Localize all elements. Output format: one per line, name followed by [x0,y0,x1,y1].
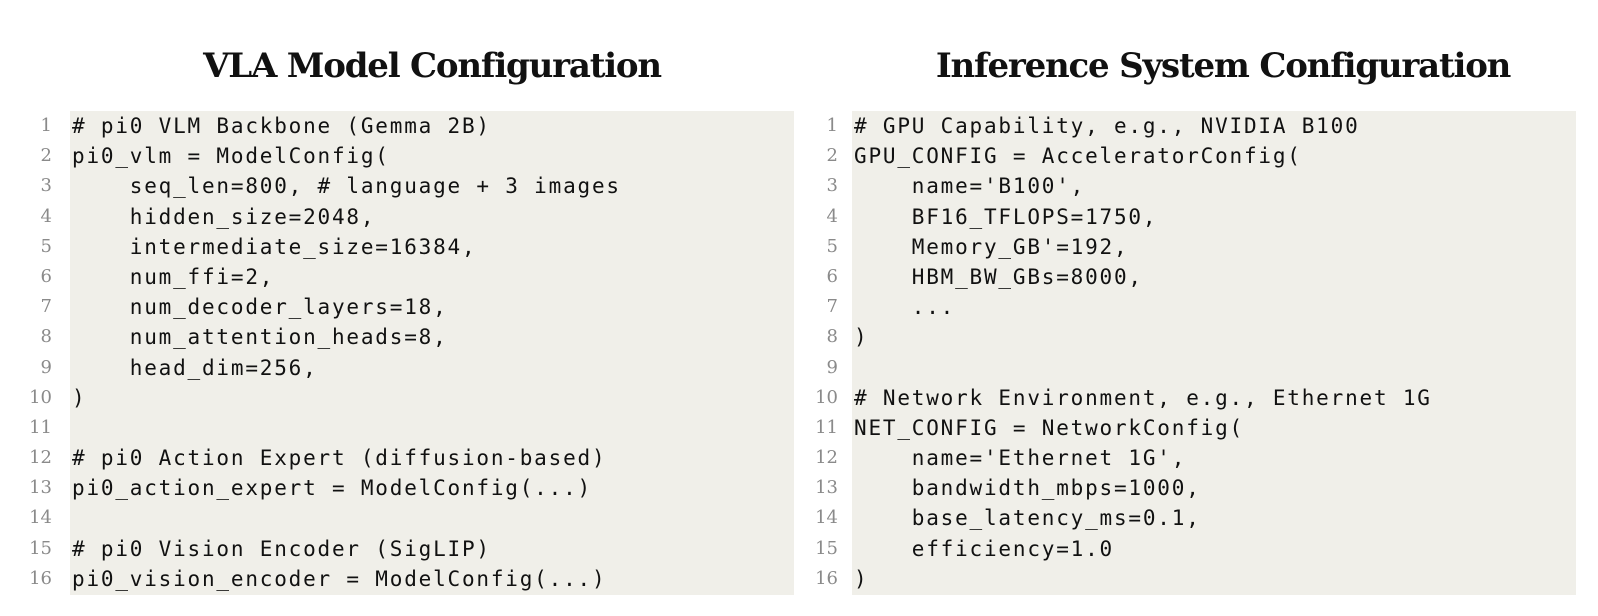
code-line: 9 head_dim=256, [0,353,794,383]
code-line: 6 HBM_BW_GBs=8000, [808,262,1598,292]
line-number: 8 [826,326,838,348]
code-text: # Network Environment, e.g., Ethernet 1G [854,385,1432,410]
code-line: 4 hidden_size=2048, [0,202,794,232]
code-text: seq_len=800, # language + 3 images [72,174,621,199]
code-text: num_decoder_layers=18, [72,295,448,320]
line-number: 15 [29,537,52,559]
code-text: # pi0 Vision Encoder (SigLIP) [72,536,491,561]
panel-title: VLA Model Configuration [203,46,662,86]
line-number: 13 [815,477,838,499]
line-number: 4 [826,205,838,227]
code-text: ) [854,325,869,350]
code-text: intermediate_size=16384, [72,234,477,259]
code-text: name='B100', [854,174,1086,199]
code-line: 7 num_decoder_layers=18, [0,292,794,322]
line-number: 5 [40,235,52,257]
code-line: 3 name='B100', [808,171,1598,201]
line-number: 13 [29,477,52,499]
code-line: 2 GPU_CONFIG = AcceleratorConfig( [808,141,1598,171]
code-line: 13 bandwidth_mbps=1000, [808,473,1598,503]
line-number: 1 [40,115,52,136]
code-text: # pi0 Action Expert (diffusion-based) [72,446,607,471]
code-line: 4 BF16_TFLOPS=1750, [808,202,1598,232]
code-text: hidden_size=2048, [72,204,376,229]
line-number: 14 [29,507,52,529]
code-text: ... [854,295,956,320]
code-line: 5 intermediate_size=16384, [0,232,794,262]
code-line: 1 # pi0 VLM Backbone (Gemma 2B) [0,111,794,141]
code-line: 1 # GPU Capability, e.g., NVIDIA B100 [808,111,1598,141]
line-number: 15 [815,537,838,559]
line-number: 9 [826,356,838,378]
code-line: 5 Memory_GB'=192, [808,232,1598,262]
panel-title: Inference System Configuration [935,46,1512,86]
code-text: efficiency=1.0 [854,536,1114,561]
line-number: 1 [826,115,838,136]
code-text: num_attention_heads=8, [72,325,448,350]
code-text: base_latency_ms=0.1, [854,506,1201,531]
line-number: 7 [40,296,52,318]
line-number: 9 [40,356,52,378]
line-number: 16 [815,567,838,589]
line-number: 14 [815,507,838,529]
line-number: 5 [826,235,838,257]
code-text: ) [72,385,87,410]
code-line: 15 efficiency=1.0 [808,534,1598,564]
code-line: 10 # Network Environment, e.g., Ethernet … [808,383,1598,413]
code-text: NET_CONFIG = NetworkConfig( [854,415,1244,440]
code-text: HBM_BW_GBs=8000, [854,264,1143,289]
code-line: 3 seq_len=800, # language + 3 images [0,171,794,201]
code-text: name='Ethernet 1G', [854,446,1187,471]
code-text: num_ffi=2, [72,264,275,289]
code-line: 13 pi0_action_expert = ModelConfig(...) [0,473,794,503]
line-number: 3 [826,175,838,197]
line-number: 6 [826,265,838,287]
code-line: 10) [0,383,794,413]
line-number: 2 [40,145,52,167]
line-number: 6 [40,265,52,287]
code-line: 11 [0,413,794,443]
code-line: 14 base_latency_ms=0.1, [808,503,1598,533]
line-number: 3 [40,175,52,197]
code-text: # pi0 VLM Backbone (Gemma 2B) [72,114,491,138]
code-listing: 1 # pi0 VLM Backbone (Gemma 2B) 2 pi0_vlm =… [0,111,794,594]
code-line: 11 NET_CONFIG = NetworkConfig( [808,413,1598,443]
line-number: 2 [826,145,838,167]
code-line: 9 [808,353,1598,383]
line-number: 4 [40,205,52,227]
line-number: 11 [815,416,838,438]
code-line: 12 # pi0 Action Expert (diffusion-based) [0,443,794,473]
code-listing-background [852,111,1576,595]
line-number: 12 [815,447,838,469]
code-listing-background [70,111,794,595]
code-line: 12 name='Ethernet 1G', [808,443,1598,473]
code-line: 16) [808,564,1598,594]
code-text: GPU_CONFIG = AcceleratorConfig( [854,144,1302,169]
code-text: Memory_GB'=192, [854,234,1129,259]
line-number: 11 [29,416,52,438]
code-line: 6 num_ffi=2, [0,262,794,292]
code-listing: 1 # GPU Capability, e.g., NVIDIA B100 2 GPU… [808,111,1598,594]
code-text: pi0_action_expert = ModelConfig(...) [72,476,592,501]
code-line: 14 [0,503,794,533]
code-line: 16 pi0_vision_encoder = ModelConfig(...) [0,564,794,594]
line-number: 7 [826,296,838,318]
code-line: 15 # pi0 Vision Encoder (SigLIP) [0,534,794,564]
code-text: # GPU Capability, e.g., NVIDIA B100 [854,114,1360,138]
code-text: BF16_TFLOPS=1750, [854,204,1158,229]
code-line: 7 ... [808,292,1598,322]
code-text: ) [854,566,869,591]
code-line: 8 num_attention_heads=8, [0,322,794,352]
code-line: 8) [808,322,1598,352]
code-text: pi0_vision_encoder = ModelConfig(...) [72,566,607,591]
line-number: 8 [40,326,52,348]
line-number: 10 [815,386,838,408]
line-number: 10 [29,386,52,408]
code-text: pi0_vlm = ModelConfig( [72,144,390,169]
line-number: 16 [29,567,52,589]
line-number: 12 [29,447,52,469]
code-line: 2 pi0_vlm = ModelConfig( [0,141,794,171]
code-text: bandwidth_mbps=1000, [854,476,1201,501]
code-text: head_dim=256, [72,355,318,380]
